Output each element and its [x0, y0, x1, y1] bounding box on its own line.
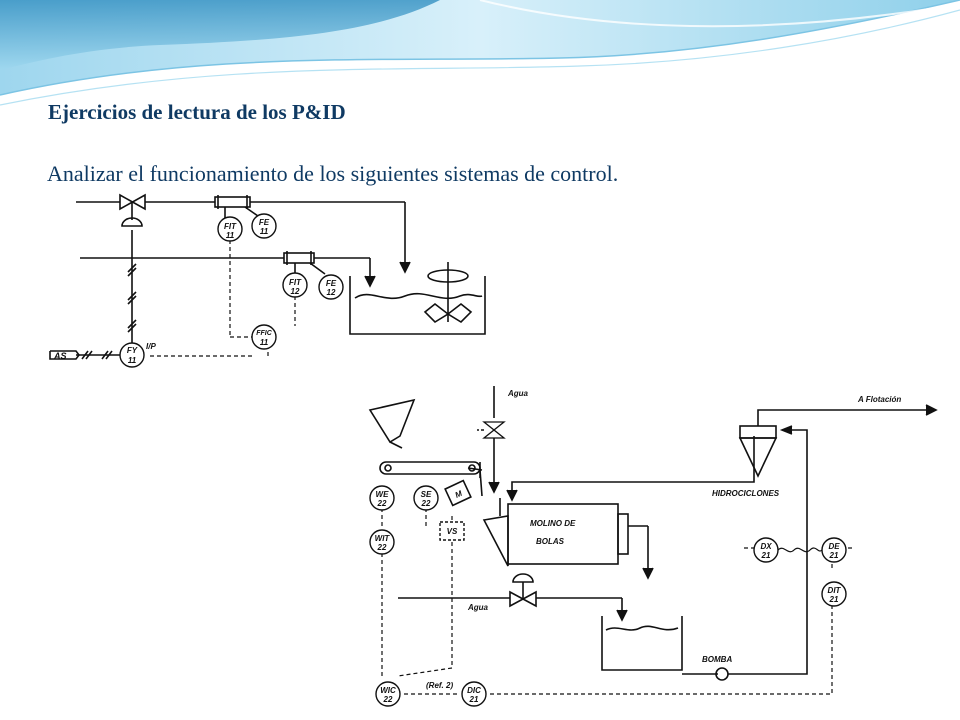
- flotacion-label: A Flotación: [857, 395, 901, 404]
- bubble-num-fit11: 11: [226, 231, 235, 240]
- bubble-tag-fy11: FY: [127, 346, 138, 355]
- bubble-tag-ffic11: FFIC: [256, 330, 272, 337]
- ip-label: I/P: [146, 342, 156, 351]
- bubble-num-wit22: 22: [377, 543, 387, 552]
- bubble-tag-dit21: DIT: [828, 586, 842, 595]
- as-label: AS: [53, 351, 67, 361]
- motor-label: M: [454, 489, 464, 500]
- pid-diagram-ball-mill: WE 22 SE 22 WIT 22 VS DX 21 DE 21 DIT 21…: [368, 386, 938, 707]
- bubble-tag-dic21: DIC: [467, 686, 481, 695]
- bubble-num-fit12: 12: [291, 287, 300, 296]
- bubble-num-dic21: 21: [469, 695, 479, 704]
- bubble-num-we22: 22: [377, 499, 387, 508]
- hidrociclones-label: HIDROCICLONES: [712, 489, 780, 498]
- bubble-tag-fit12: FIT: [289, 278, 302, 287]
- bubble-tag-fit11: FIT: [224, 222, 237, 231]
- slide-heading: Ejercicios de lectura de los P&ID: [48, 100, 346, 124]
- bubble-tag-se22: SE: [421, 490, 432, 499]
- header-wave: [0, 0, 960, 106]
- agua-mid-label: Agua: [467, 603, 489, 612]
- molino-label-2: BOLAS: [536, 537, 565, 546]
- bubble-tag-dx21: DX: [760, 542, 772, 551]
- ref-label: (Ref. 2): [426, 681, 453, 690]
- bubble-num-wic22: 22: [383, 695, 393, 704]
- pid-diagram-flow-ratio: FIT 11 FE 11 FIT 12 FE 12 FFIC 11 FY 11 …: [49, 193, 486, 368]
- bubble-num-ffic11: 11: [260, 338, 269, 347]
- molino-label-1: MOLINO DE: [530, 519, 576, 528]
- bubble-tag-wic22: WIC: [380, 686, 396, 695]
- bomba-label: BOMBA: [702, 655, 732, 664]
- slide-subheading: Analizar el funcionamiento de los siguie…: [47, 161, 619, 186]
- bubble-num-fe12: 12: [327, 288, 336, 297]
- bubble-num-de21: 21: [829, 551, 839, 560]
- bubble-num-dx21: 21: [761, 551, 771, 560]
- agua-top-label: Agua: [507, 389, 529, 398]
- bubble-num-fe11: 11: [260, 227, 269, 236]
- bubble-tag-de21: DE: [828, 542, 840, 551]
- bubble-num-fy11: 11: [128, 356, 137, 365]
- bubble-num-se22: 22: [421, 499, 431, 508]
- bubble-tag-fe11: FE: [259, 218, 270, 227]
- bubble-num-dit21: 21: [829, 595, 839, 604]
- bubble-tag-we22: WE: [376, 490, 390, 499]
- vs-label: VS: [447, 527, 458, 536]
- bubble-tag-wit22: WIT: [375, 534, 391, 543]
- bubble-tag-fe12: FE: [326, 279, 337, 288]
